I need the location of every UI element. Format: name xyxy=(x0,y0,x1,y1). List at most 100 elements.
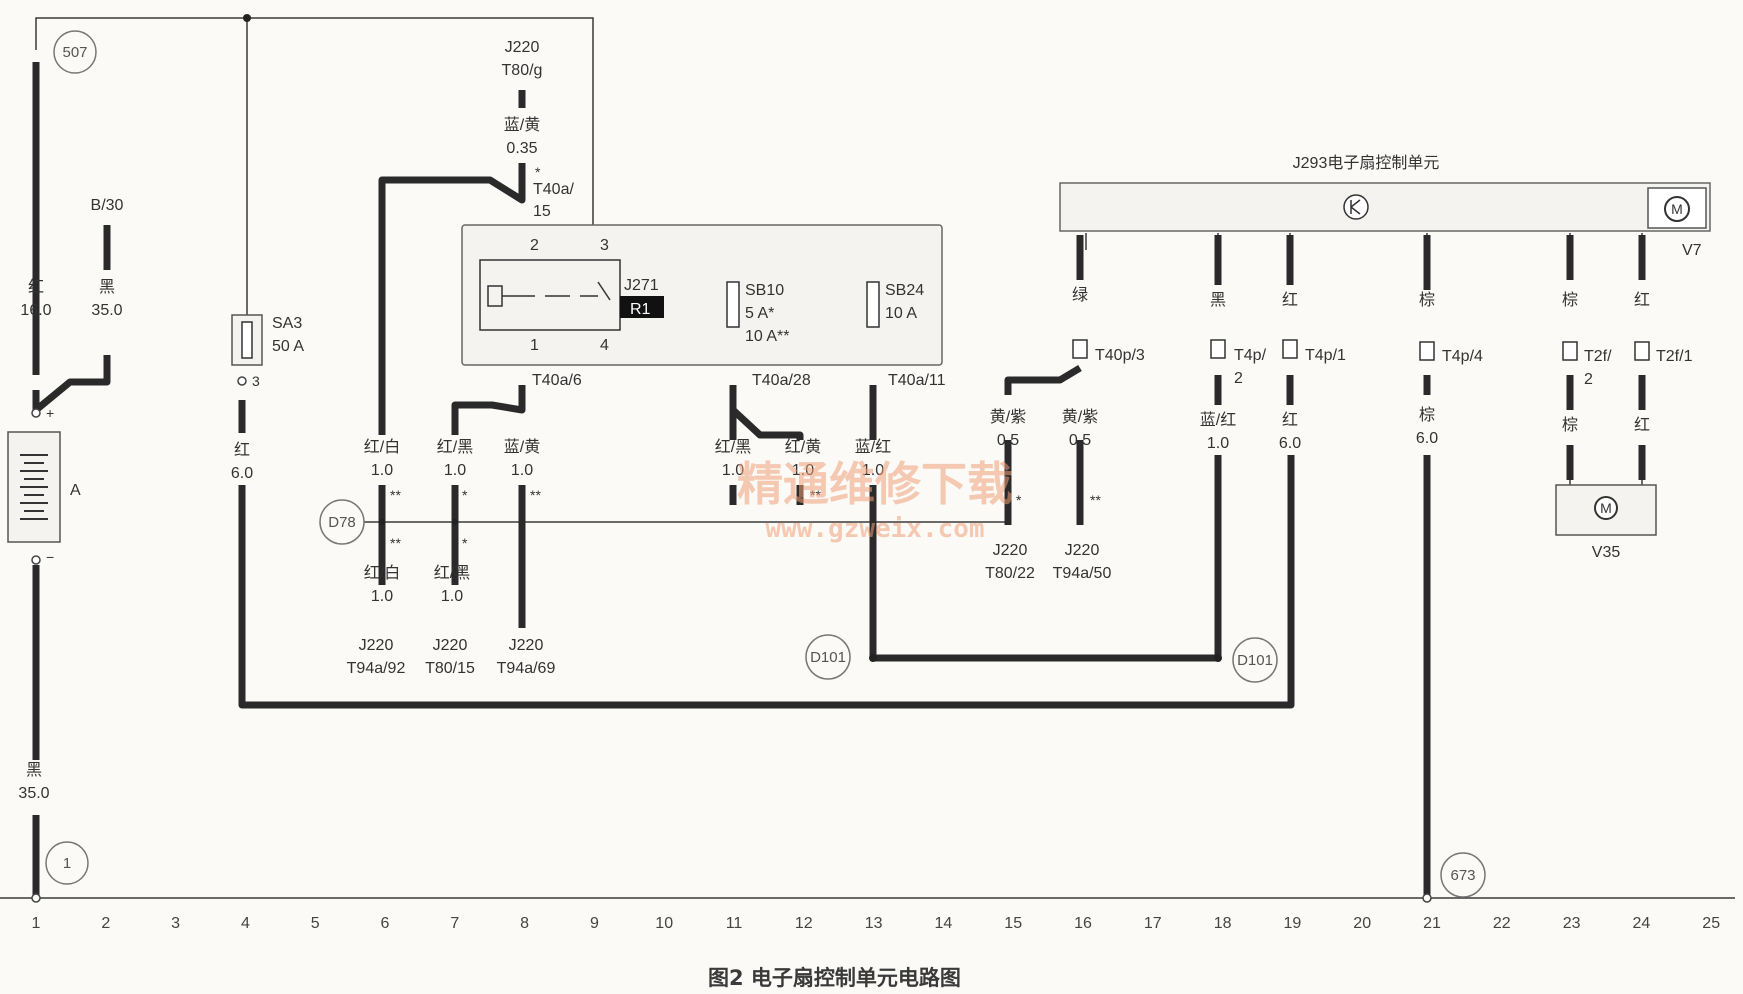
sa3-pin: 3 xyxy=(252,373,260,389)
c16-left-size: 0.5 xyxy=(997,432,1019,449)
grid-number: 15 xyxy=(1004,915,1022,932)
b30-color: 黑 xyxy=(99,279,115,296)
c23-color: 棕 xyxy=(1562,416,1578,434)
sa3-color: 红 xyxy=(234,441,250,459)
svg-text:D101: D101 xyxy=(810,649,846,666)
c16-conn: T40p/3 xyxy=(1095,347,1145,364)
b30-size: 35.0 xyxy=(91,302,122,319)
ground-terminal-21 xyxy=(1422,893,1432,903)
w8-j220: J220 xyxy=(509,637,544,654)
relay-top-color: 蓝/黄 xyxy=(504,116,540,134)
c16-left-j220: J220 xyxy=(993,542,1028,559)
w7-size-2: 1.0 xyxy=(441,588,463,605)
relay-pin-1: 1 xyxy=(530,337,539,354)
battery-wire-bot-color: 黑 xyxy=(26,762,42,779)
w13-size: 1.0 xyxy=(862,462,884,479)
svg-text:D101: D101 xyxy=(1237,652,1273,669)
v35-motor-label: M xyxy=(1600,500,1612,516)
w7-j220: J220 xyxy=(433,637,468,654)
connector-blocks xyxy=(1072,339,1650,361)
c19-top-color: 红 xyxy=(1282,291,1298,309)
grid-number: 24 xyxy=(1633,915,1651,932)
sb24-rating: 10 A xyxy=(885,305,917,322)
relay-fuse-box xyxy=(461,224,943,366)
battery-minus: − xyxy=(46,549,54,565)
c23-top-color: 棕 xyxy=(1562,291,1578,309)
c18-top-color: 黑 xyxy=(1210,292,1226,309)
svg-text:1: 1 xyxy=(63,855,71,872)
w8-size: 1.0 xyxy=(511,462,533,479)
relay-name: J271 xyxy=(624,277,659,294)
w6-size-2: 1.0 xyxy=(371,588,393,605)
c16-right-pin: T94a/50 xyxy=(1053,565,1112,582)
relay-pin-4: 4 xyxy=(600,337,609,354)
c23-conn-1: T2f/ xyxy=(1584,348,1612,365)
c16-right-size: 0.5 xyxy=(1069,432,1091,449)
grid-number: 18 xyxy=(1214,915,1232,932)
c16-left-pin: T80/22 xyxy=(985,565,1035,582)
v35-name: V35 xyxy=(1592,544,1621,561)
grid-number: 3 xyxy=(171,915,180,932)
relay-tag: R1 xyxy=(630,301,651,318)
w12-mark: ** xyxy=(810,487,821,503)
battery-wire-top-color: 红 xyxy=(28,278,44,296)
relay-top-pin: T80/g xyxy=(502,62,543,79)
node-d78: D78 xyxy=(319,499,365,545)
c19-size: 6.0 xyxy=(1279,435,1301,452)
grid-number: 4 xyxy=(241,915,250,932)
c21-size: 6.0 xyxy=(1416,430,1438,447)
w7-pin: T80/15 xyxy=(425,660,475,677)
grid-number: 5 xyxy=(311,915,320,932)
w6-pin: T94a/92 xyxy=(347,660,406,677)
w12-color: 红/黄 xyxy=(785,438,821,456)
c18-size: 1.0 xyxy=(1207,435,1229,452)
relay-top-mark: * xyxy=(535,164,541,180)
conn-t40a6: T40a/6 xyxy=(532,372,582,389)
v7-motor-label: M xyxy=(1671,201,1683,217)
grid-number: 16 xyxy=(1074,915,1092,932)
w7-mark-bot: * xyxy=(462,535,468,551)
grid-number: 11 xyxy=(726,915,743,932)
sa3-fuse xyxy=(231,314,263,386)
c16-right-mark: ** xyxy=(1090,492,1101,508)
battery-plus: + xyxy=(46,405,54,421)
sb10-rating-2: 10 A** xyxy=(745,328,789,345)
w7-size: 1.0 xyxy=(444,462,466,479)
grid-number: 7 xyxy=(450,915,459,932)
grid-number: 19 xyxy=(1284,915,1302,932)
b30-name: B/30 xyxy=(91,197,124,214)
w7-color: 红/黑 xyxy=(437,438,473,456)
grid-number: 1 xyxy=(32,915,41,932)
battery-wire-top-size: 16.0 xyxy=(20,302,51,319)
battery-wire-bot-size: 35.0 xyxy=(18,785,49,802)
w8-mark: ** xyxy=(530,487,541,503)
c24-top-color: 红 xyxy=(1634,291,1650,309)
grid-number: 6 xyxy=(381,915,390,932)
w8-pin: T94a/69 xyxy=(497,660,556,677)
w11-color: 红/黑 xyxy=(715,438,751,456)
relay-top-conn-1: T40a/ xyxy=(533,181,574,198)
svg-text:507: 507 xyxy=(62,44,87,61)
grid-number: 9 xyxy=(590,915,599,932)
sa3-name: SA3 xyxy=(272,315,302,332)
w7-color-2: 红/黑 xyxy=(434,564,470,582)
grid-number: 8 xyxy=(520,915,529,932)
node-507: 507 xyxy=(53,30,97,74)
c24-conn: T2f/1 xyxy=(1656,348,1693,365)
grid-number: 25 xyxy=(1702,915,1720,932)
relay-pin-2: 2 xyxy=(530,237,539,254)
node-1: 1 xyxy=(45,841,89,885)
w6-mark-bot: ** xyxy=(390,535,401,551)
c19-color: 红 xyxy=(1282,411,1298,429)
node-d101-right: D101 xyxy=(1232,637,1278,683)
sb10-rating-1: 5 A* xyxy=(745,305,774,322)
relay-top-j220: J220 xyxy=(505,39,540,56)
c16-top-color: 绿 xyxy=(1072,286,1088,304)
grid-number: 23 xyxy=(1563,915,1581,932)
c16-left-mark: * xyxy=(1016,492,1022,508)
ground-terminal-1 xyxy=(31,893,41,903)
v35-motor xyxy=(1555,484,1657,536)
watermark-url: www.gzweix.com xyxy=(765,514,984,544)
w13-color: 蓝/红 xyxy=(855,438,891,456)
